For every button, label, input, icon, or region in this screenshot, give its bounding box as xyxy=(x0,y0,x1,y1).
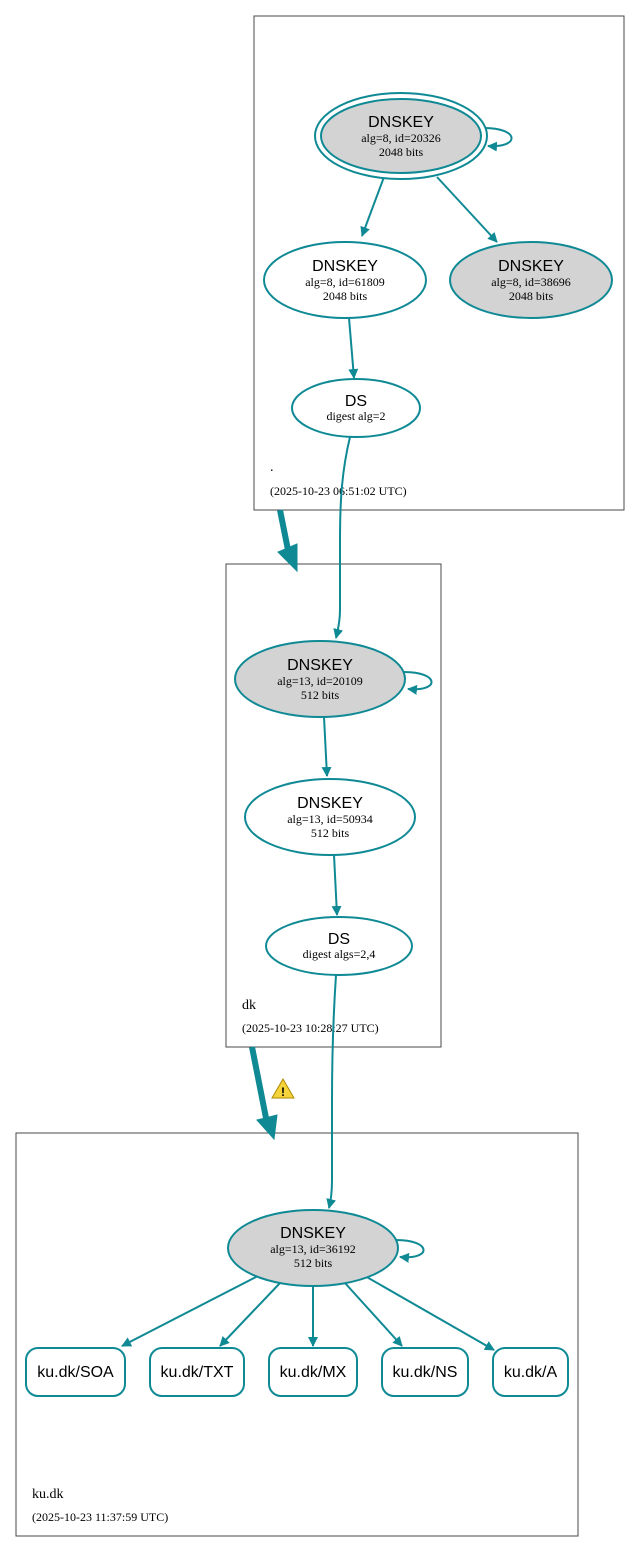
selfloop-dk-ksk xyxy=(403,671,433,695)
delegation-dk-to-kudk xyxy=(249,1046,278,1141)
node-root-zsk2-type: DNSKEY xyxy=(498,258,564,275)
rrset-ns-label: ku.dk/NS xyxy=(393,1364,458,1381)
node-root-zsk1-line2: 2048 bits xyxy=(323,289,368,303)
node-dk-ksk-type: DNSKEY xyxy=(287,657,353,674)
edge-rootksk-to-zsk1 xyxy=(360,176,385,237)
zone-root-name: . xyxy=(270,460,274,475)
node-root-zsk1-line1: alg=8, id=61809 xyxy=(305,275,385,289)
zone-kudk-timestamp: (2025-10-23 11:37:59 UTC) xyxy=(32,1510,168,1524)
node-dk-zsk[interactable]: DNSKEY alg=13, id=50934 512 bits xyxy=(244,778,416,856)
rrset-mx[interactable]: ku.dk/MX xyxy=(268,1347,358,1397)
edge-key-to-ns xyxy=(344,1282,403,1347)
node-root-ksk-line2: 2048 bits xyxy=(379,145,424,159)
node-root-ksk[interactable]: DNSKEY alg=8, id=20326 2048 bits xyxy=(314,92,488,180)
node-dk-ksk[interactable]: DNSKEY alg=13, id=20109 512 bits xyxy=(234,640,406,718)
rrset-soa-label: ku.dk/SOA xyxy=(37,1364,114,1381)
node-dk-ds-type: DS xyxy=(328,931,350,948)
warning-triangle-icon[interactable]: ! xyxy=(271,1078,295,1099)
zone-dk-timestamp: (2025-10-23 10:28:27 UTC) xyxy=(242,1021,379,1035)
edge-key-to-txt xyxy=(219,1282,281,1347)
node-root-zsk1-type: DNSKEY xyxy=(312,258,378,275)
zone-kudk-box xyxy=(15,1132,579,1537)
rrset-a[interactable]: ku.dk/A xyxy=(492,1347,569,1397)
edge-rootds-to-dkksk xyxy=(333,436,351,639)
edge-rootksk-to-zsk2 xyxy=(436,176,498,243)
zone-root-timestamp: (2025-10-23 06:51:02 UTC) xyxy=(270,484,407,498)
rrset-a-label: ku.dk/A xyxy=(504,1364,558,1381)
zone-root-box xyxy=(253,15,625,511)
node-root-ds-line1: digest alg=2 xyxy=(326,409,385,423)
node-root-zsk2-line1: alg=8, id=38696 xyxy=(491,275,571,289)
zone-dk-name: dk xyxy=(242,998,256,1013)
node-dk-zsk-type: DNSKEY xyxy=(297,795,363,812)
rrset-mx-label: ku.dk/MX xyxy=(280,1364,347,1381)
rrset-txt-label: ku.dk/TXT xyxy=(161,1364,234,1381)
node-root-ds[interactable]: DS digest alg=2 xyxy=(291,378,421,438)
edge-key-to-soa xyxy=(121,1275,259,1347)
rrset-soa[interactable]: ku.dk/SOA xyxy=(25,1347,126,1397)
node-kudk-key-type: DNSKEY xyxy=(280,1225,346,1242)
edge-key-to-a xyxy=(364,1275,495,1351)
delegation-root-to-dk xyxy=(277,509,298,573)
rrset-ns[interactable]: ku.dk/NS xyxy=(381,1347,469,1397)
selfloop-kudk-key xyxy=(395,1239,425,1263)
svg-text:!: ! xyxy=(281,1085,285,1099)
node-root-ksk-line1: alg=8, id=20326 xyxy=(361,131,441,145)
node-root-zsk2-line2: 2048 bits xyxy=(509,289,554,303)
node-kudk-key-line1: alg=13, id=36192 xyxy=(270,1242,356,1256)
node-kudk-key-line2: 512 bits xyxy=(294,1256,333,1270)
selfloop-root-ksk xyxy=(483,127,513,152)
node-dk-ds[interactable]: DS digest algs=2,4 xyxy=(265,916,413,976)
zone-kudk-name: ku.dk xyxy=(32,1487,64,1502)
node-dk-ksk-line1: alg=13, id=20109 xyxy=(277,674,363,688)
node-kudk-key[interactable]: DNSKEY alg=13, id=36192 512 bits xyxy=(227,1209,399,1287)
node-dk-ds-line1: digest algs=2,4 xyxy=(303,947,376,961)
node-dk-zsk-line2: 512 bits xyxy=(311,826,350,840)
node-root-ksk-type: DNSKEY xyxy=(368,114,434,131)
edge-zsk1-to-ds xyxy=(348,317,359,379)
edge-dkds-to-kudkkey xyxy=(326,974,337,1209)
node-root-zsk-38696[interactable]: DNSKEY alg=8, id=38696 2048 bits xyxy=(449,241,613,319)
node-root-ds-type: DS xyxy=(345,393,367,410)
edge-dkksk-to-dkzsk xyxy=(321,716,332,777)
node-root-zsk-61809[interactable]: DNSKEY alg=8, id=61809 2048 bits xyxy=(263,241,427,319)
node-dk-ksk-line2: 512 bits xyxy=(301,688,340,702)
rrset-txt[interactable]: ku.dk/TXT xyxy=(149,1347,245,1397)
node-dk-zsk-line1: alg=13, id=50934 xyxy=(287,812,373,826)
edge-dkzsk-to-dkds xyxy=(331,854,342,916)
